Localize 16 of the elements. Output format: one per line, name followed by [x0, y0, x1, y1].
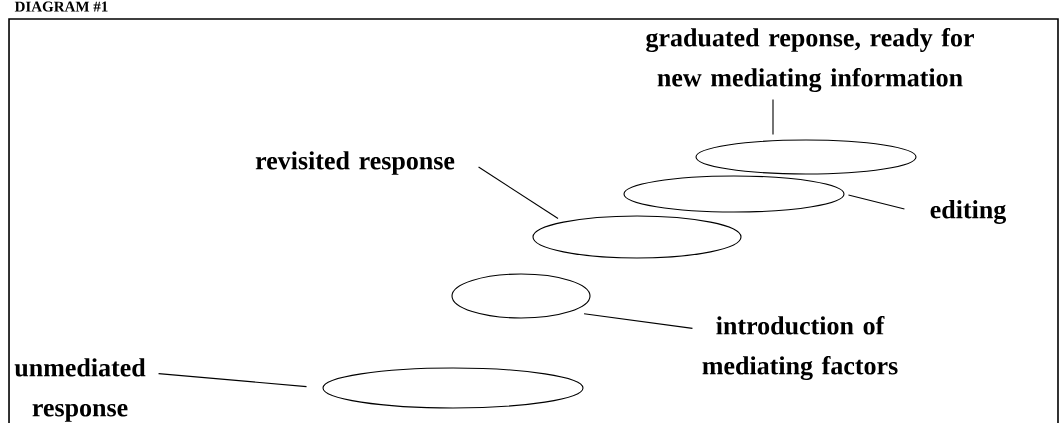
leader-line	[847, 194, 905, 210]
leader-line	[583, 313, 693, 329]
ellipse	[451, 273, 591, 319]
label-text: introduction of mediating factors	[702, 315, 898, 380]
ellipse	[322, 367, 584, 409]
label-text: unmediated response	[14, 358, 146, 422]
diagram-title: DIAGRAM #1	[14, 1, 108, 12]
leader-line	[158, 373, 308, 388]
ellipse	[623, 175, 845, 213]
label-text: editing	[930, 200, 1007, 224]
leader-line	[772, 99, 774, 135]
ellipse	[532, 215, 742, 259]
label-text: revisited response	[255, 151, 455, 175]
ellipse	[695, 139, 917, 175]
label-text: graduated reponse, ready for new mediating information	[646, 28, 974, 92]
leader-line	[478, 166, 559, 220]
